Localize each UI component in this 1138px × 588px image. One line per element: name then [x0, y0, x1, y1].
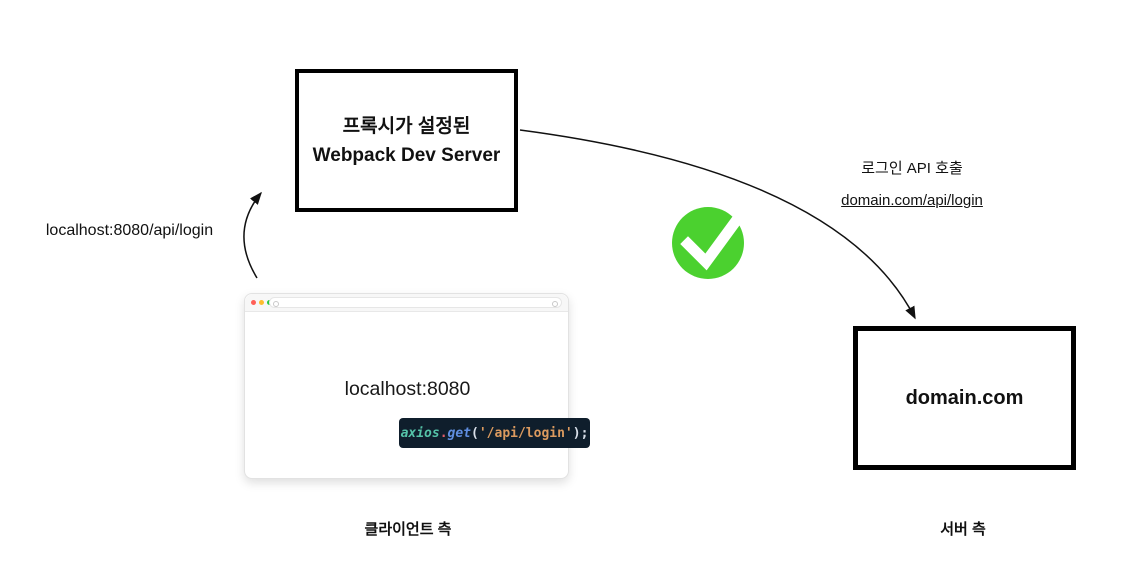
proxy-box-label-english: Webpack Dev Server	[312, 144, 501, 166]
browser-window: localhost:8080 axios . get ( '/api/login…	[244, 293, 590, 479]
close-window-icon	[251, 300, 256, 305]
axios-code-snippet: axios . get ( '/api/login' );	[399, 418, 590, 448]
address-bar	[269, 297, 562, 308]
proxy-box-label-korean: 프록시가 설정된	[342, 115, 471, 137]
api-call-annotation: 로그인 API 호출 domain.com/api/login	[802, 157, 1022, 209]
check-stroke	[680, 213, 744, 271]
code-token: .	[439, 425, 448, 441]
code-token: '/api/login'	[478, 425, 573, 441]
proxy-webpack-dev-server-box: 프록시가 설정된 Webpack Dev Server	[295, 69, 518, 212]
request-arrow	[243, 191, 262, 279]
server-box-label: domain.com	[905, 386, 1024, 409]
client-side-label: 클라이언트 측	[364, 521, 452, 538]
server-side-label: 서버 측	[940, 521, 986, 538]
api-call-label: 로그인 API 호출	[861, 160, 963, 177]
code-token: get	[447, 425, 472, 441]
code-token: );	[572, 425, 589, 441]
code-token: axios	[400, 425, 440, 441]
minimize-window-icon	[259, 300, 264, 305]
request-url-label: localhost:8080/api/login	[45, 222, 214, 239]
search-icon	[273, 300, 279, 307]
success-checkmark-icon	[672, 207, 744, 279]
code-token: (	[471, 425, 479, 441]
check-circle	[672, 207, 744, 279]
browser-page-text: localhost:8080	[344, 378, 471, 400]
refresh-icon	[552, 300, 558, 307]
server-domain-box: domain.com	[853, 326, 1076, 470]
api-call-url: domain.com/api/login	[841, 192, 983, 209]
browser-titlebar	[245, 294, 568, 312]
